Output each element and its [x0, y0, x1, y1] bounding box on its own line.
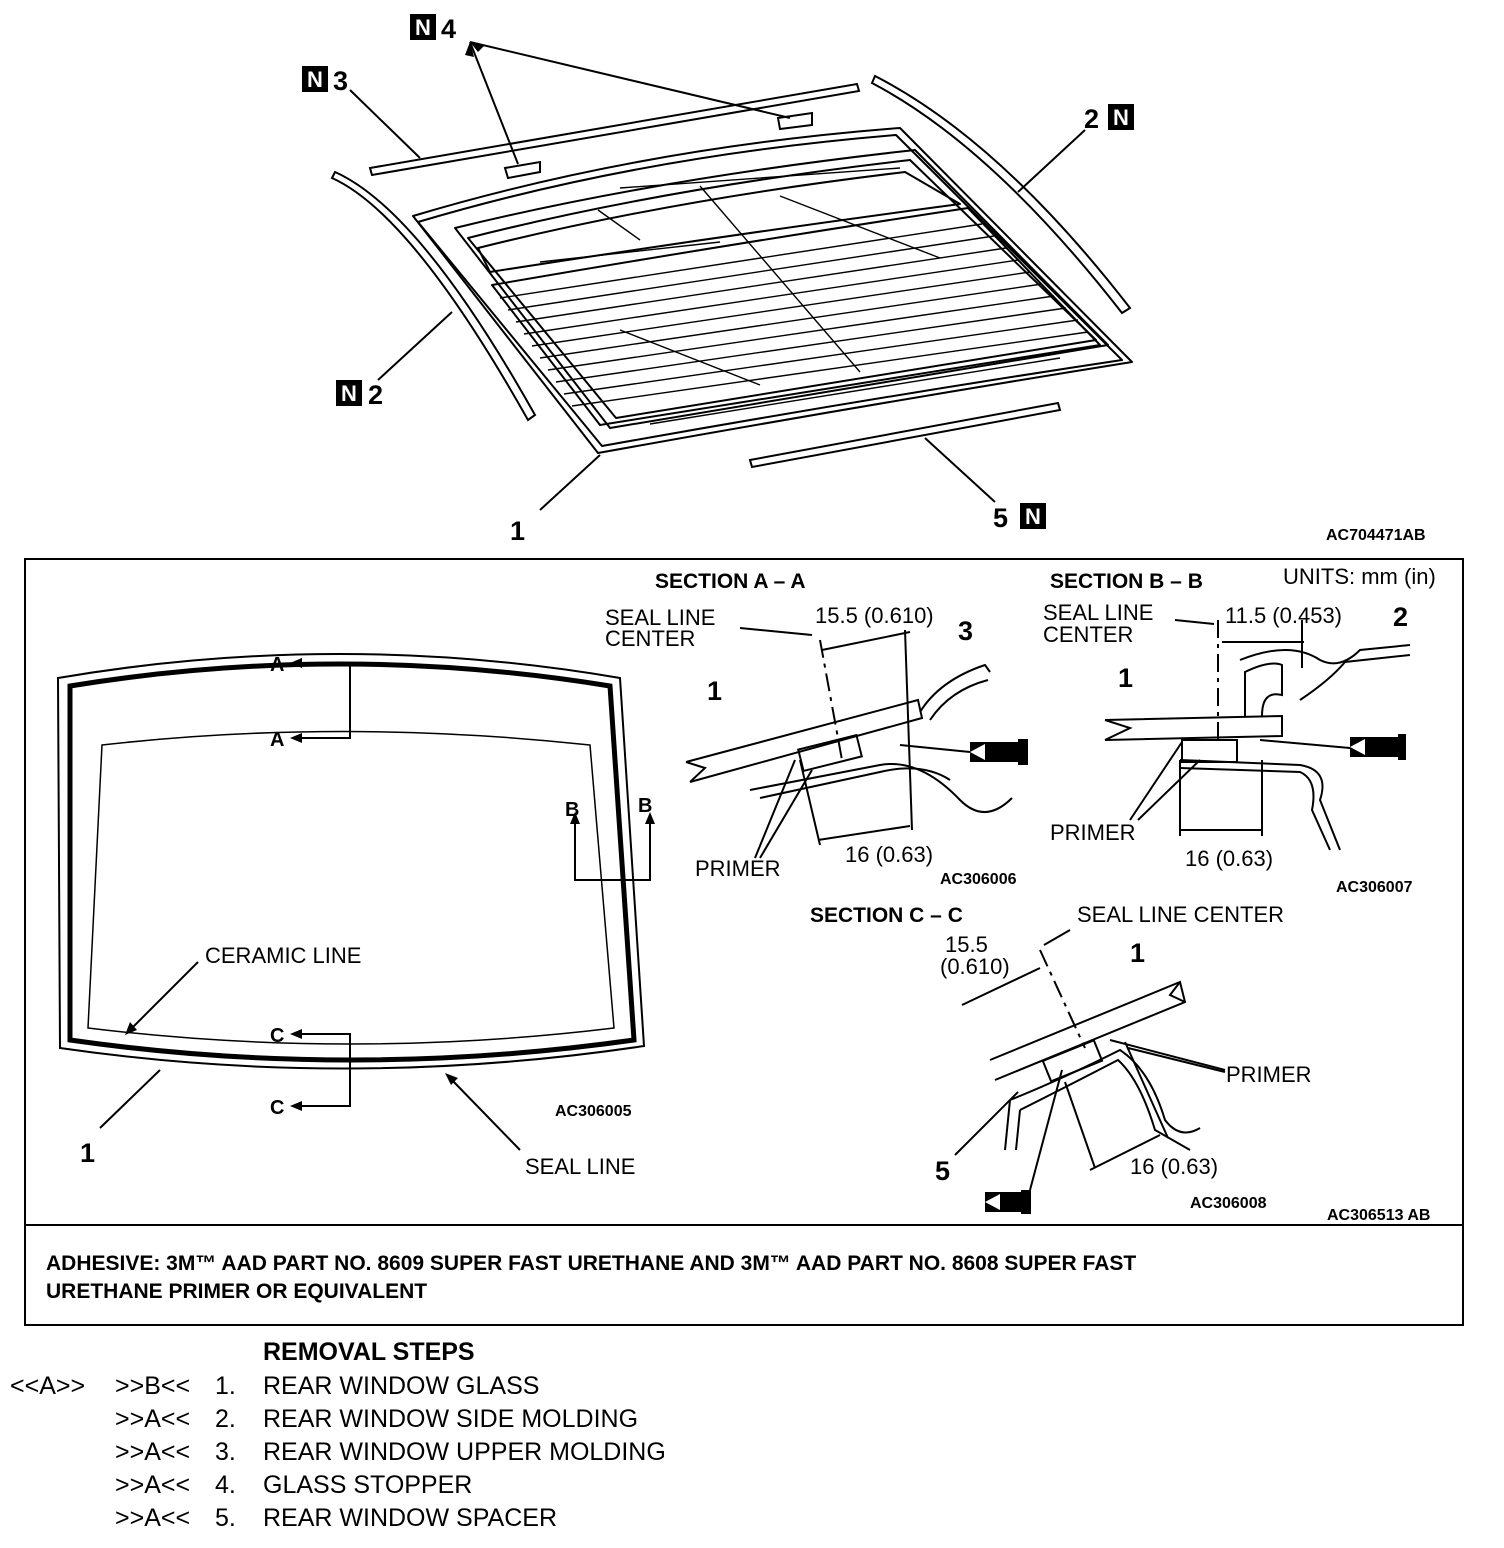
step-number: 3.	[215, 1438, 236, 1466]
sections-diagram: A A B B C C CERAMIC LINE SEAL LINE 1 AC3…	[56, 564, 1436, 1224]
step-text: REAR WINDOW SIDE MOLDING	[263, 1405, 639, 1433]
procedure-ref: >>B<<	[115, 1372, 191, 1400]
dim-c-top: (0.610)	[940, 954, 1010, 979]
step-text: REAR WINDOW SPACER	[263, 1504, 557, 1532]
callout-1: 1	[510, 516, 525, 545]
rear-window-glass	[412, 127, 1133, 454]
step-text: GLASS STOPPER	[263, 1471, 473, 1499]
dim-c-bottom: 16 (0.63)	[1130, 1154, 1218, 1179]
part-1-c: 1	[1130, 938, 1145, 968]
adhesive-gun-icon	[1350, 734, 1406, 760]
seal-line-center-a: SEAL LINE	[605, 605, 715, 630]
step-text: REAR WINDOW UPPER MOLDING	[263, 1438, 666, 1466]
seal-line-center-b: CENTER	[1043, 622, 1133, 647]
dim-a-bottom: 16 (0.63)	[845, 842, 933, 867]
seal-line-label: SEAL LINE	[525, 1154, 635, 1179]
label-b-left: B	[565, 799, 579, 821]
panel-figure-id: AC306513 AB	[1327, 1207, 1430, 1224]
steps-heading: REMOVAL STEPS	[263, 1338, 475, 1366]
section-b-title: SECTION B – B	[1050, 570, 1203, 593]
callout-5: 5	[993, 503, 1008, 533]
dim-b-bottom: 16 (0.63)	[1185, 846, 1273, 871]
procedure-ref: >>A<<	[115, 1405, 191, 1433]
section-c-title: SECTION C – C	[810, 904, 963, 927]
part-1-label: 1	[80, 1138, 95, 1168]
side-molding-right	[870, 74, 1132, 315]
step-number: 4.	[215, 1471, 236, 1499]
figure-id: AC306007	[1336, 879, 1413, 896]
procedure-ref: >>A<<	[115, 1471, 191, 1499]
glass-stopper-1	[503, 160, 541, 180]
label-b-right: B	[638, 795, 652, 817]
primer-c: PRIMER	[1226, 1062, 1312, 1087]
callout-4: 4	[441, 14, 456, 44]
n-badge: N	[415, 15, 431, 40]
figure-id: AC306006	[940, 871, 1017, 888]
label-c-top: C	[270, 1025, 284, 1047]
side-molding-left	[330, 170, 537, 422]
adhesive-note: ADHESIVE: 3M™ AAD PART NO. 8609 SUPER FA…	[46, 1250, 1426, 1306]
seal-line-center-b: SEAL LINE	[1043, 600, 1153, 625]
adhesive-line-1: ADHESIVE: 3M™ AAD PART NO. 8609 SUPER FA…	[46, 1252, 1137, 1275]
callout-3: 3	[333, 66, 348, 96]
ceramic-line-label: CERAMIC LINE	[205, 943, 361, 968]
label-c-bottom: C	[270, 1097, 284, 1119]
step-number: 5.	[215, 1504, 236, 1532]
n-badge: N	[1113, 105, 1129, 130]
step-text: REAR WINDOW GLASS	[263, 1372, 540, 1400]
exploded-view-diagram: N N N N N 4 3 2 2 1 5 AC704471AB	[302, 14, 1426, 545]
label-a-bottom: A	[270, 729, 284, 751]
seal-line-center-a: CENTER	[605, 626, 695, 651]
n-badge: N	[307, 67, 323, 92]
step-number: 1.	[215, 1372, 236, 1400]
label-a-top: A	[270, 654, 284, 676]
glass-outline	[56, 653, 646, 1070]
figure-id: AC306005	[555, 1103, 632, 1120]
dim-b-top: 11.5 (0.453)	[1225, 603, 1342, 628]
dim-c-top: 15.5	[945, 932, 988, 957]
primer-b: PRIMER	[1050, 820, 1136, 845]
adhesive-gun-icon	[970, 739, 1028, 765]
n-badge: N	[1025, 504, 1041, 529]
removal-steps: REMOVAL STEPS <<A>> >>B<< 1. REAR WINDOW…	[0, 1338, 900, 1538]
part-1-b: 1	[1118, 663, 1133, 693]
primer-a: PRIMER	[695, 856, 781, 881]
callout-2-right: 2	[1084, 104, 1099, 134]
step-number: 2.	[215, 1405, 236, 1433]
adhesive-box	[24, 1224, 1464, 1326]
units-label: UNITS: mm (in)	[1283, 564, 1436, 589]
adhesive-line-2: URETHANE PRIMER OR EQUIVALENT	[46, 1280, 428, 1303]
spacer	[748, 401, 1062, 469]
procedure-ref: >>A<<	[115, 1438, 191, 1466]
dim-a-top: 15.5 (0.610)	[815, 603, 934, 628]
part-3-a: 3	[958, 616, 973, 646]
n-badge: N	[341, 381, 357, 406]
figure-id: AC306008	[1190, 1195, 1267, 1212]
seal-line-center-c: SEAL LINE CENTER	[1077, 902, 1284, 927]
adhesive-gun-icon	[985, 1190, 1031, 1214]
figure-id: AC704471AB	[1326, 527, 1426, 544]
procedure-ref: >>A<<	[115, 1504, 191, 1532]
part-1-a: 1	[707, 676, 722, 706]
upper-molding	[368, 82, 861, 177]
part-5-c: 5	[935, 1156, 950, 1186]
callout-2-left: 2	[368, 380, 383, 410]
ceramic-line	[87, 730, 615, 1045]
part-2-b: 2	[1393, 602, 1408, 632]
section-a-title: SECTION A – A	[655, 570, 806, 593]
procedure-tag: <<A>>	[10, 1372, 86, 1400]
